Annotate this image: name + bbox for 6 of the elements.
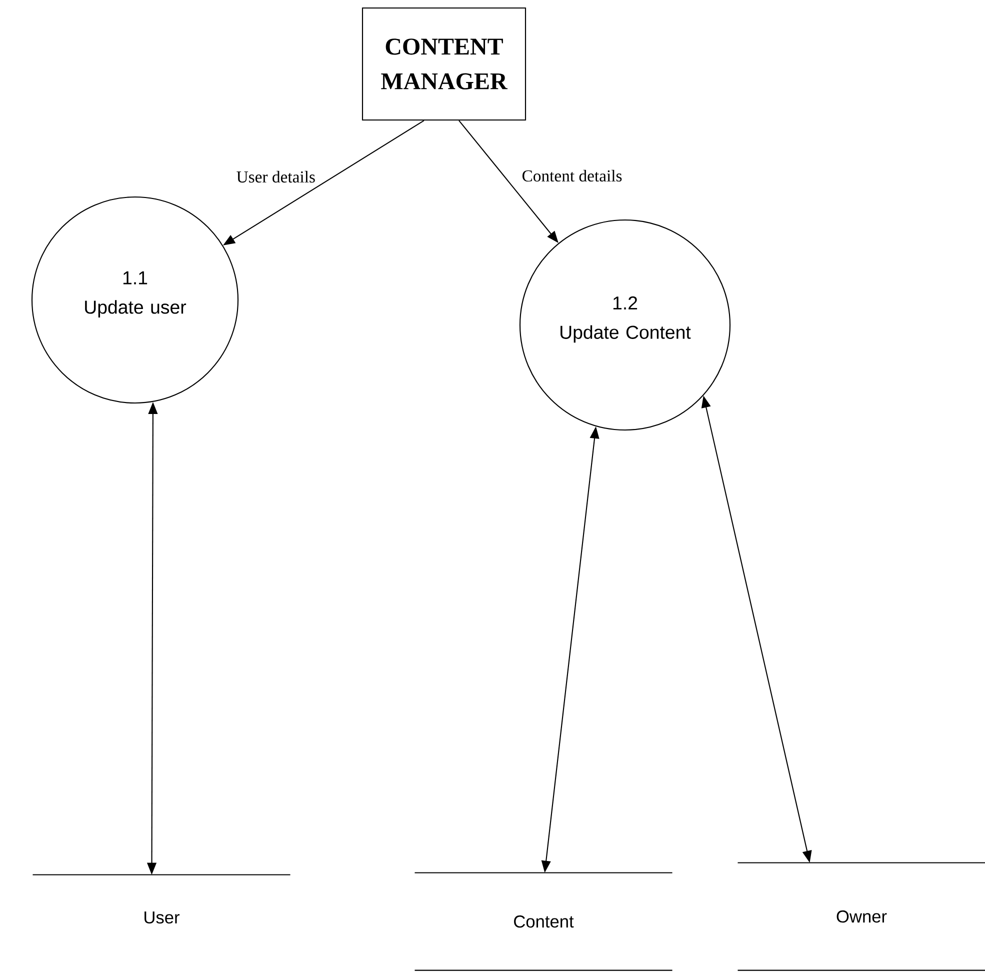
data-store: Content <box>414 872 672 971</box>
data-store: User <box>32 874 290 924</box>
edge-label: Content details <box>522 170 622 182</box>
data-store: Owner <box>738 862 985 971</box>
entity-box: CONTENT MANAGER <box>362 7 526 121</box>
edge-label: User details <box>236 170 315 183</box>
